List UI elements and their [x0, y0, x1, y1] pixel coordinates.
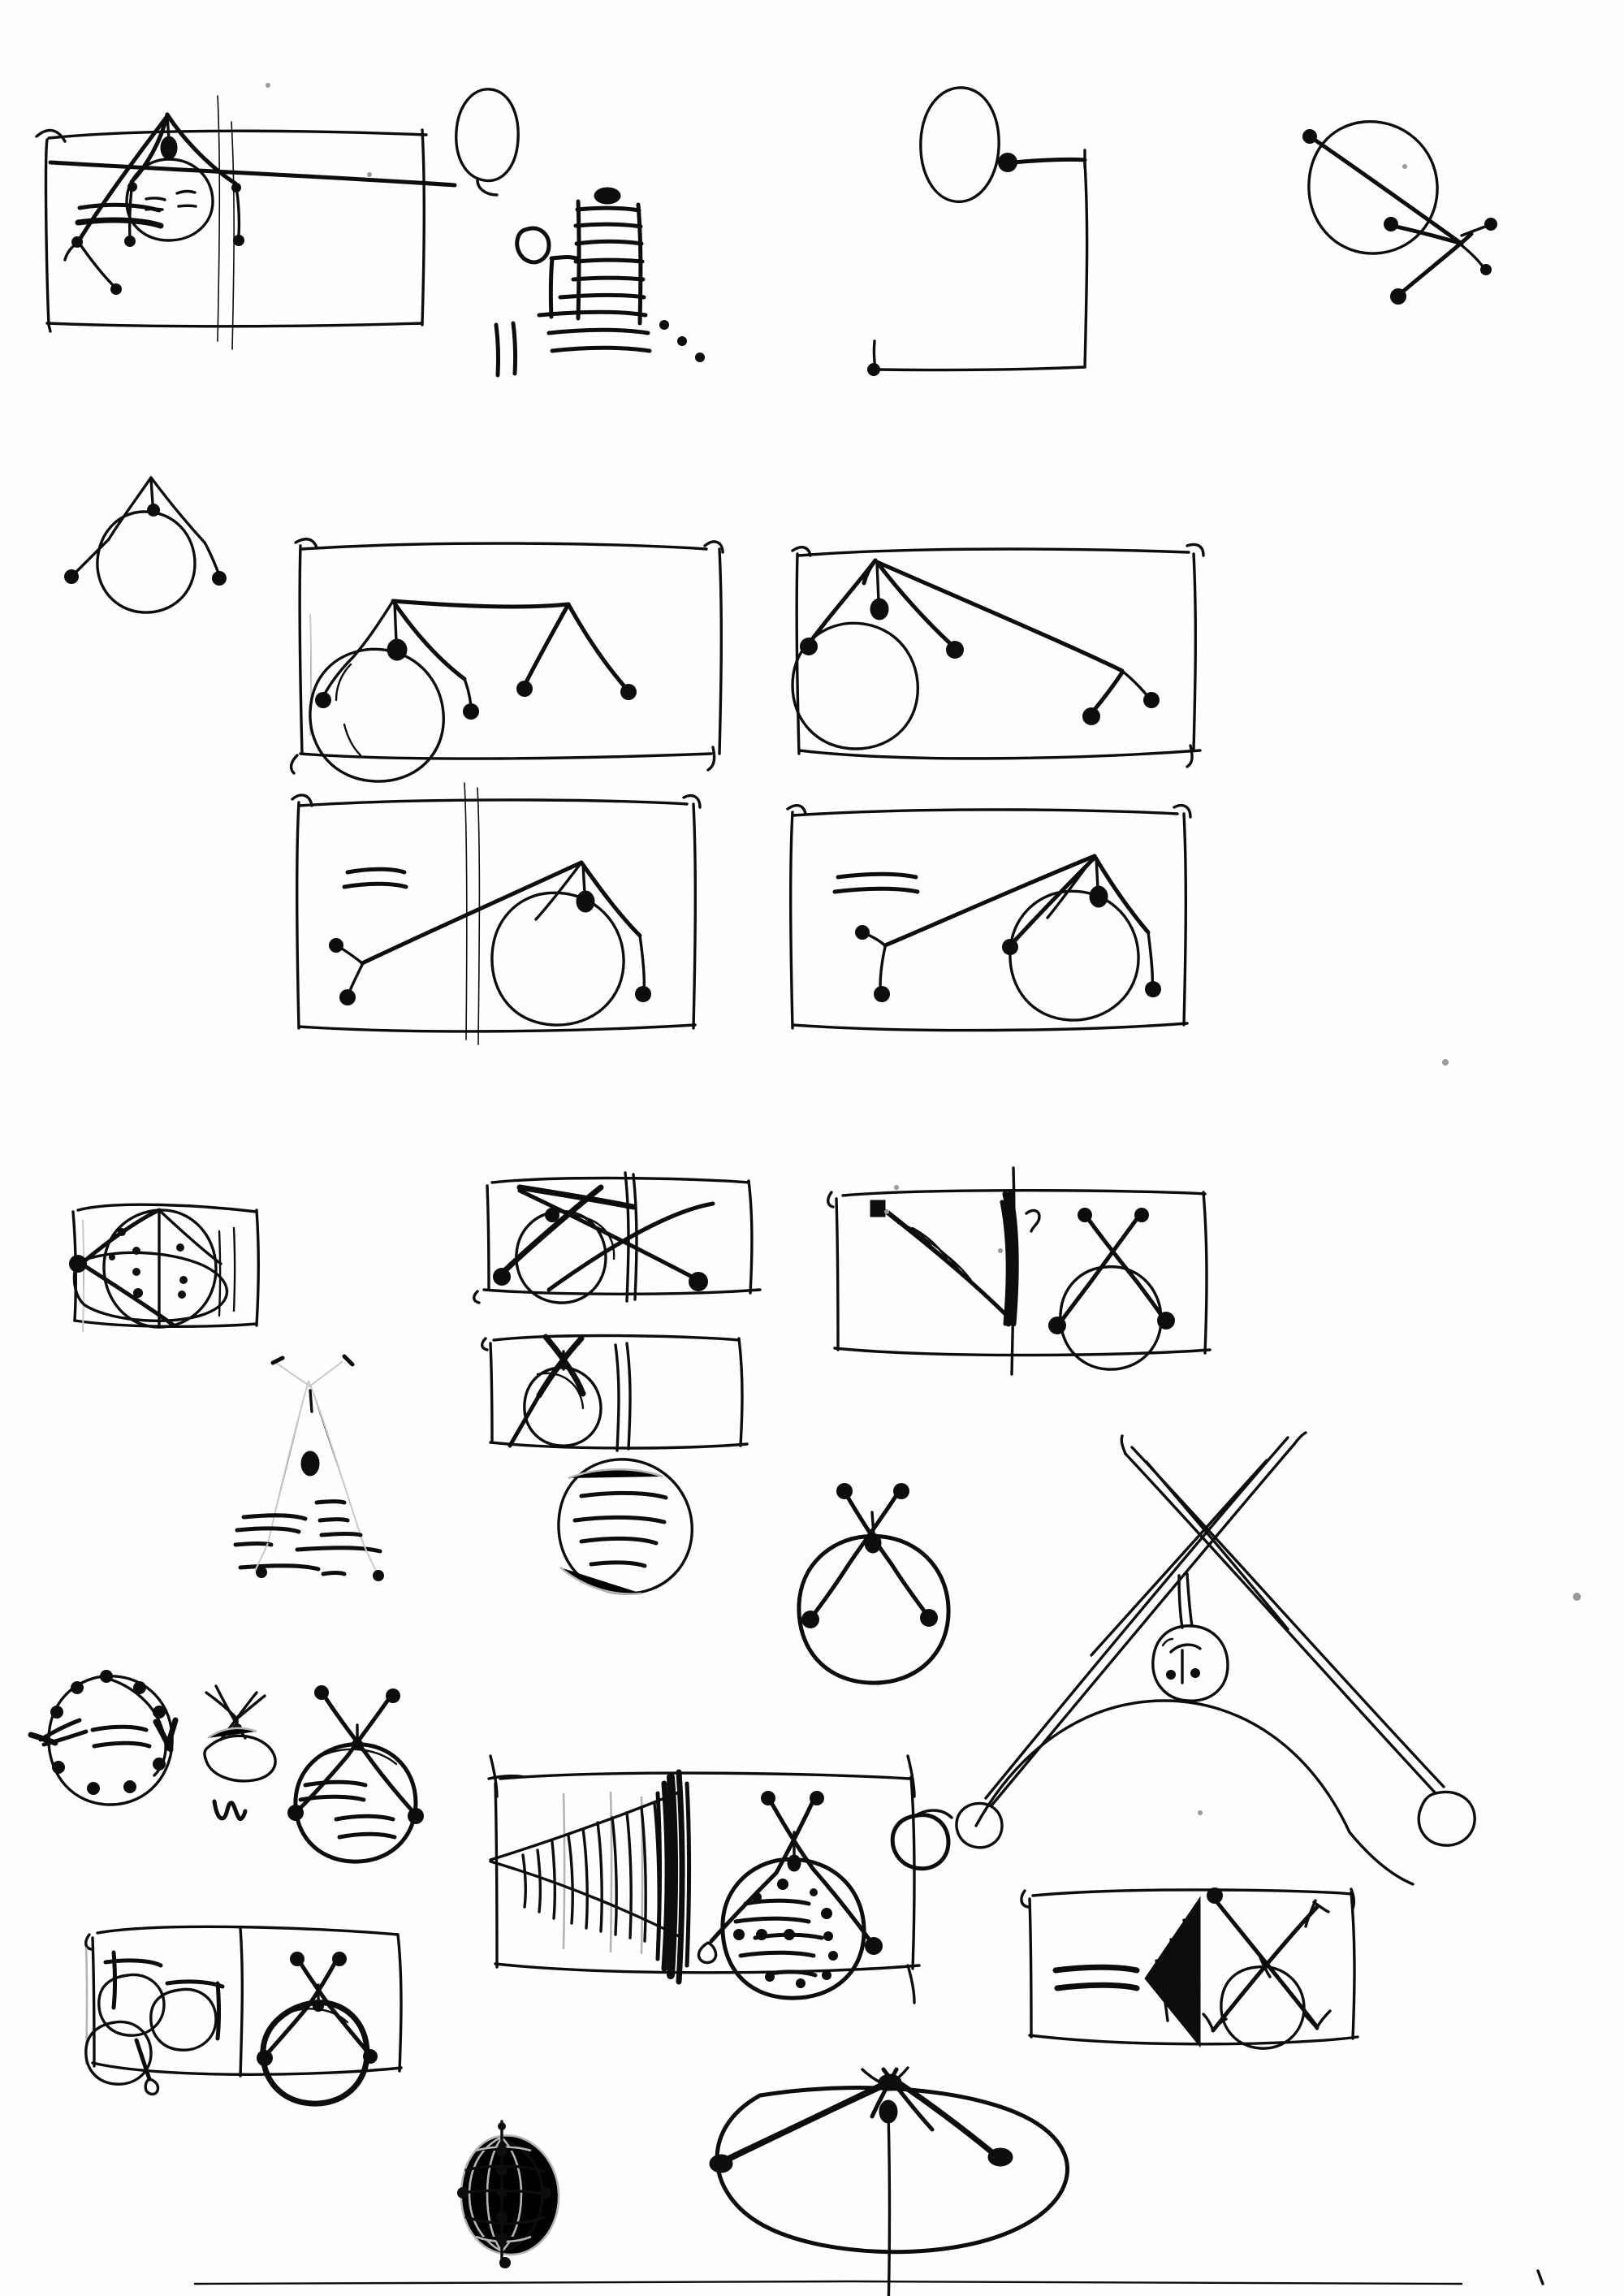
- r4-frame-hatch-tri: [487, 1754, 953, 2004]
- r4-tiny-tent: [203, 1684, 277, 1783]
- r1-circle-cross: [1302, 120, 1497, 305]
- r4-spiky-circle: [28, 1670, 179, 1806]
- r5-sphere: [457, 2120, 560, 2268]
- r5-frame-hatch-tri-circle: [1020, 1887, 1359, 2050]
- r5-frame-circles: [84, 1925, 403, 2107]
- r3-plain-tent: [797, 1483, 951, 1685]
- r4-tent-hatched: [287, 1685, 424, 1864]
- r2-small-tent: [64, 476, 227, 614]
- r3-frame-x-small-b: [481, 1334, 749, 1452]
- r2-frame-double: [289, 538, 724, 783]
- paper-specks: [266, 83, 1581, 1815]
- r2-frame-long-guy: [791, 543, 1205, 768]
- r3-hatched-circle: [557, 1458, 693, 1595]
- r5-ellipse-tent: [709, 2066, 1069, 2296]
- r2-frame-rules: [291, 782, 702, 1045]
- r2-frame-rules-b: [786, 803, 1192, 1032]
- r4-zigzag: [212, 1799, 248, 1822]
- page-bottom-marks: [193, 2269, 1544, 2285]
- r3-frame-dotted-circle: [69, 1203, 261, 1333]
- r3-faint-tent: [233, 1354, 384, 1581]
- r3-big-tipi: [955, 1431, 1476, 1886]
- r3-frame-x-small: [473, 1171, 762, 1304]
- r1-oval-ladder: [455, 88, 705, 378]
- r1-frame-tent: [35, 95, 457, 350]
- r1-oval-square: [867, 86, 1089, 376]
- r3-frame-scribble: [827, 1166, 1212, 1376]
